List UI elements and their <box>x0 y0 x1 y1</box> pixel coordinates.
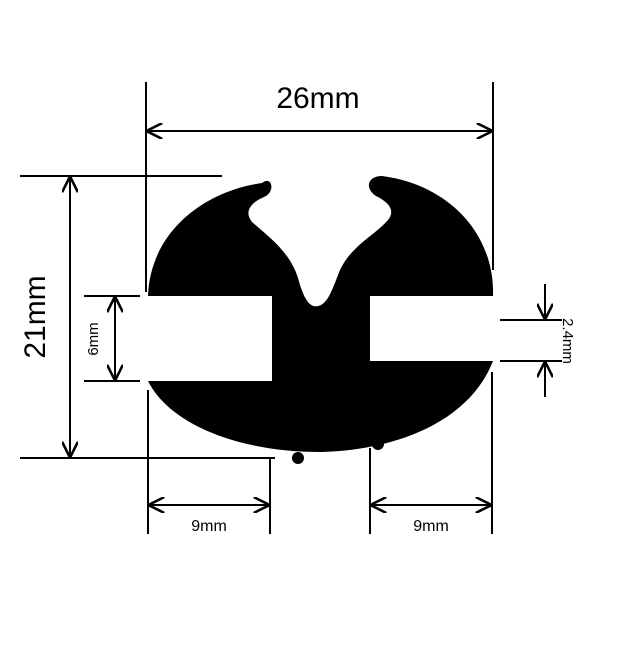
height-label: 21mm <box>19 275 52 358</box>
seal-foot-left <box>292 452 304 464</box>
width-label: 26mm <box>276 82 359 115</box>
seal-foot-right <box>372 438 384 450</box>
extension-lines <box>20 82 562 534</box>
slot-thickness-label: 2.4mm <box>559 318 576 364</box>
left-depth-label: 9mm <box>191 518 227 535</box>
right-depth-label: 9mm <box>413 518 449 535</box>
channel-height-label: 6mm <box>85 322 102 355</box>
seal-profile-shape <box>148 176 494 452</box>
